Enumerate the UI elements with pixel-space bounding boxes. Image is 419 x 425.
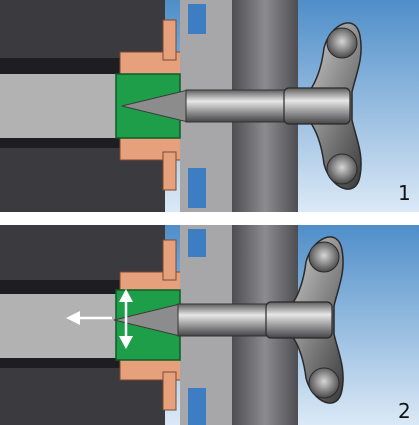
arrow-updown-icon: [119, 289, 133, 349]
step-number-1: 1: [398, 181, 411, 205]
mold-cavity: [0, 74, 120, 138]
mold-upper-block: [0, 0, 165, 58]
panel-1: 1: [0, 0, 419, 212]
panel-2: 2: [0, 225, 419, 425]
needle-shaft: [185, 89, 297, 123]
panel-divider: [0, 212, 419, 225]
mold-cavity-2: [0, 294, 120, 358]
arrow-left-icon: [66, 311, 112, 325]
step-number-2: 2: [398, 399, 411, 423]
